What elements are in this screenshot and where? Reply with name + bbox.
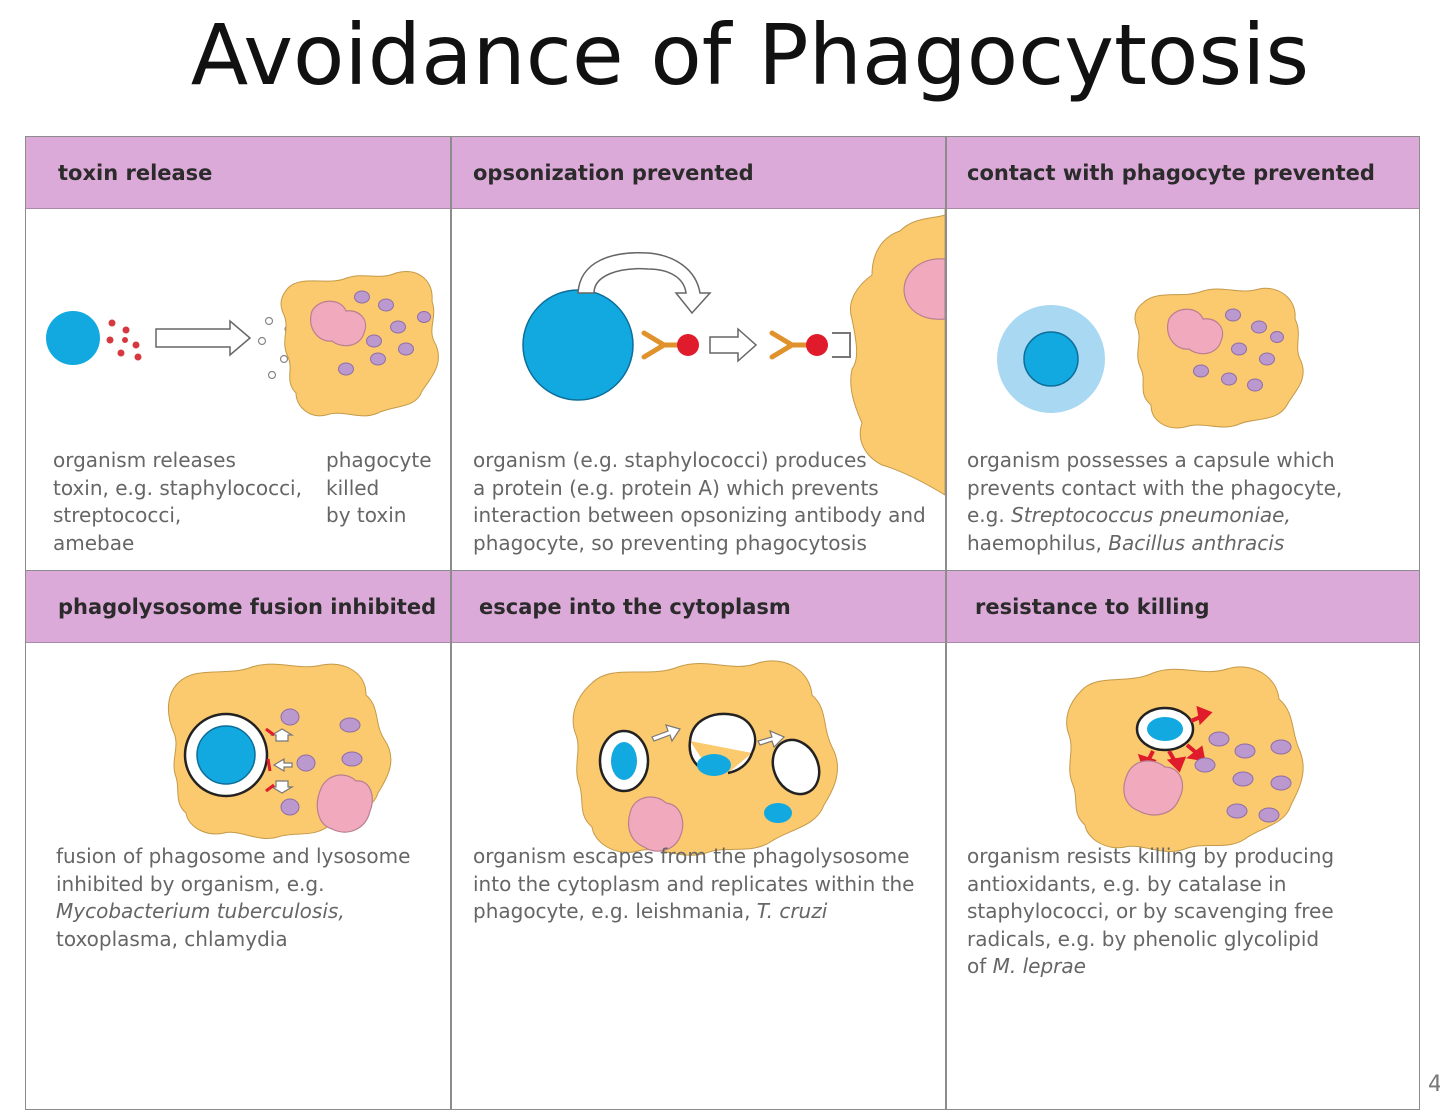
phagocyte-cell [1134, 287, 1304, 429]
panel-title: resistance to killing [975, 595, 1210, 619]
panel-opsonization-prevented: opsonization prevented organism (e.g. st… [452, 137, 945, 571]
lysosomes [338, 290, 431, 376]
panel-header: escape into the cytoplasm [452, 571, 945, 643]
toxin-release-illustration [46, 271, 439, 417]
organism-cell [522, 289, 634, 401]
diagram-figure: toxin release [25, 136, 1420, 1110]
nucleus [1167, 308, 1224, 355]
fusion-inhibited-illustration [168, 663, 392, 839]
panel-header: toxin release [26, 137, 450, 209]
replicating-organism [764, 803, 792, 823]
panel-caption: organism resists killing by producing an… [967, 844, 1335, 978]
nucleus [1123, 760, 1184, 816]
panel-toxin-release: toxin release [26, 137, 450, 571]
panel-phagolysosome-fusion-inhibited: phagolysosome fusion inhibited f [26, 571, 450, 1109]
protein-a-icon [806, 334, 828, 356]
panel-title: escape into the cytoplasm [479, 595, 791, 619]
organism-cell [697, 754, 731, 776]
antibody-icon [769, 330, 809, 360]
panel-resistance-to-killing: resistance to killing organism resists k… [947, 571, 1419, 1109]
escape-illustration [572, 660, 838, 856]
nucleus [627, 796, 684, 852]
arrow-icon [155, 319, 252, 357]
organism-cell [1023, 331, 1079, 387]
panel-contact-prevented: contact with phagocyte prevented organis… [947, 137, 1419, 571]
panel-caption-right: phagocyte killed by toxin [326, 448, 432, 527]
opsonization-illustration [522, 209, 945, 496]
organism-cell [196, 725, 256, 785]
panel-title: toxin release [58, 161, 213, 185]
nucleus [310, 300, 367, 347]
empty-phagolysosome [771, 738, 821, 796]
arrow-icon [651, 724, 681, 743]
capsule-illustration [997, 287, 1304, 429]
inhibition-marks [265, 727, 275, 793]
panel-escape-into-cytoplasm: escape into the cytoplasm organism escap… [452, 571, 945, 1109]
lysosomes [280, 708, 363, 816]
antibody-icon [641, 330, 681, 360]
page-number: 4 [1428, 1072, 1440, 1097]
curved-arrow-icon [577, 252, 712, 315]
divider-vertical-1 [450, 137, 452, 1109]
panel-title: contact with phagocyte prevented [967, 161, 1375, 185]
lysosomes [1194, 731, 1292, 823]
fc-receptor-icon [832, 332, 851, 358]
arrow-icon [757, 729, 786, 749]
organism-cell [611, 742, 637, 780]
panel-header: resistance to killing [947, 571, 1419, 643]
divider-vertical-2 [945, 137, 947, 1109]
nucleus [903, 258, 945, 320]
panel-caption: fusion of phagosome and lysosome inhibit… [56, 844, 411, 951]
lysosomes [1193, 308, 1284, 392]
panel-header: contact with phagocyte prevented [947, 137, 1419, 209]
panel-caption-left: organism releases toxin, e.g. staphyloco… [53, 448, 302, 555]
panel-caption: organism possesses a capsule which preve… [967, 448, 1343, 555]
resistance-illustration [1066, 666, 1304, 853]
arrow-icon [709, 327, 758, 363]
slide-title: Avoidance of Phagocytosis [190, 6, 1310, 104]
panel-title: opsonization prevented [473, 161, 754, 185]
organism-cell [46, 311, 100, 365]
divider-horizontal [26, 570, 1419, 572]
panel-header: opsonization prevented [452, 137, 945, 209]
panel-header: phagolysosome fusion inhibited [26, 571, 450, 643]
panel-caption: organism (e.g. staphylococci) produces a… [473, 448, 926, 555]
organism-cell [1147, 717, 1183, 741]
nucleus [316, 774, 373, 833]
protein-a-icon [677, 334, 699, 356]
panel-title: phagolysosome fusion inhibited [58, 595, 437, 619]
panel-caption: organism escapes from the phagolysosome … [473, 844, 915, 923]
toxin-particles [106, 319, 142, 361]
